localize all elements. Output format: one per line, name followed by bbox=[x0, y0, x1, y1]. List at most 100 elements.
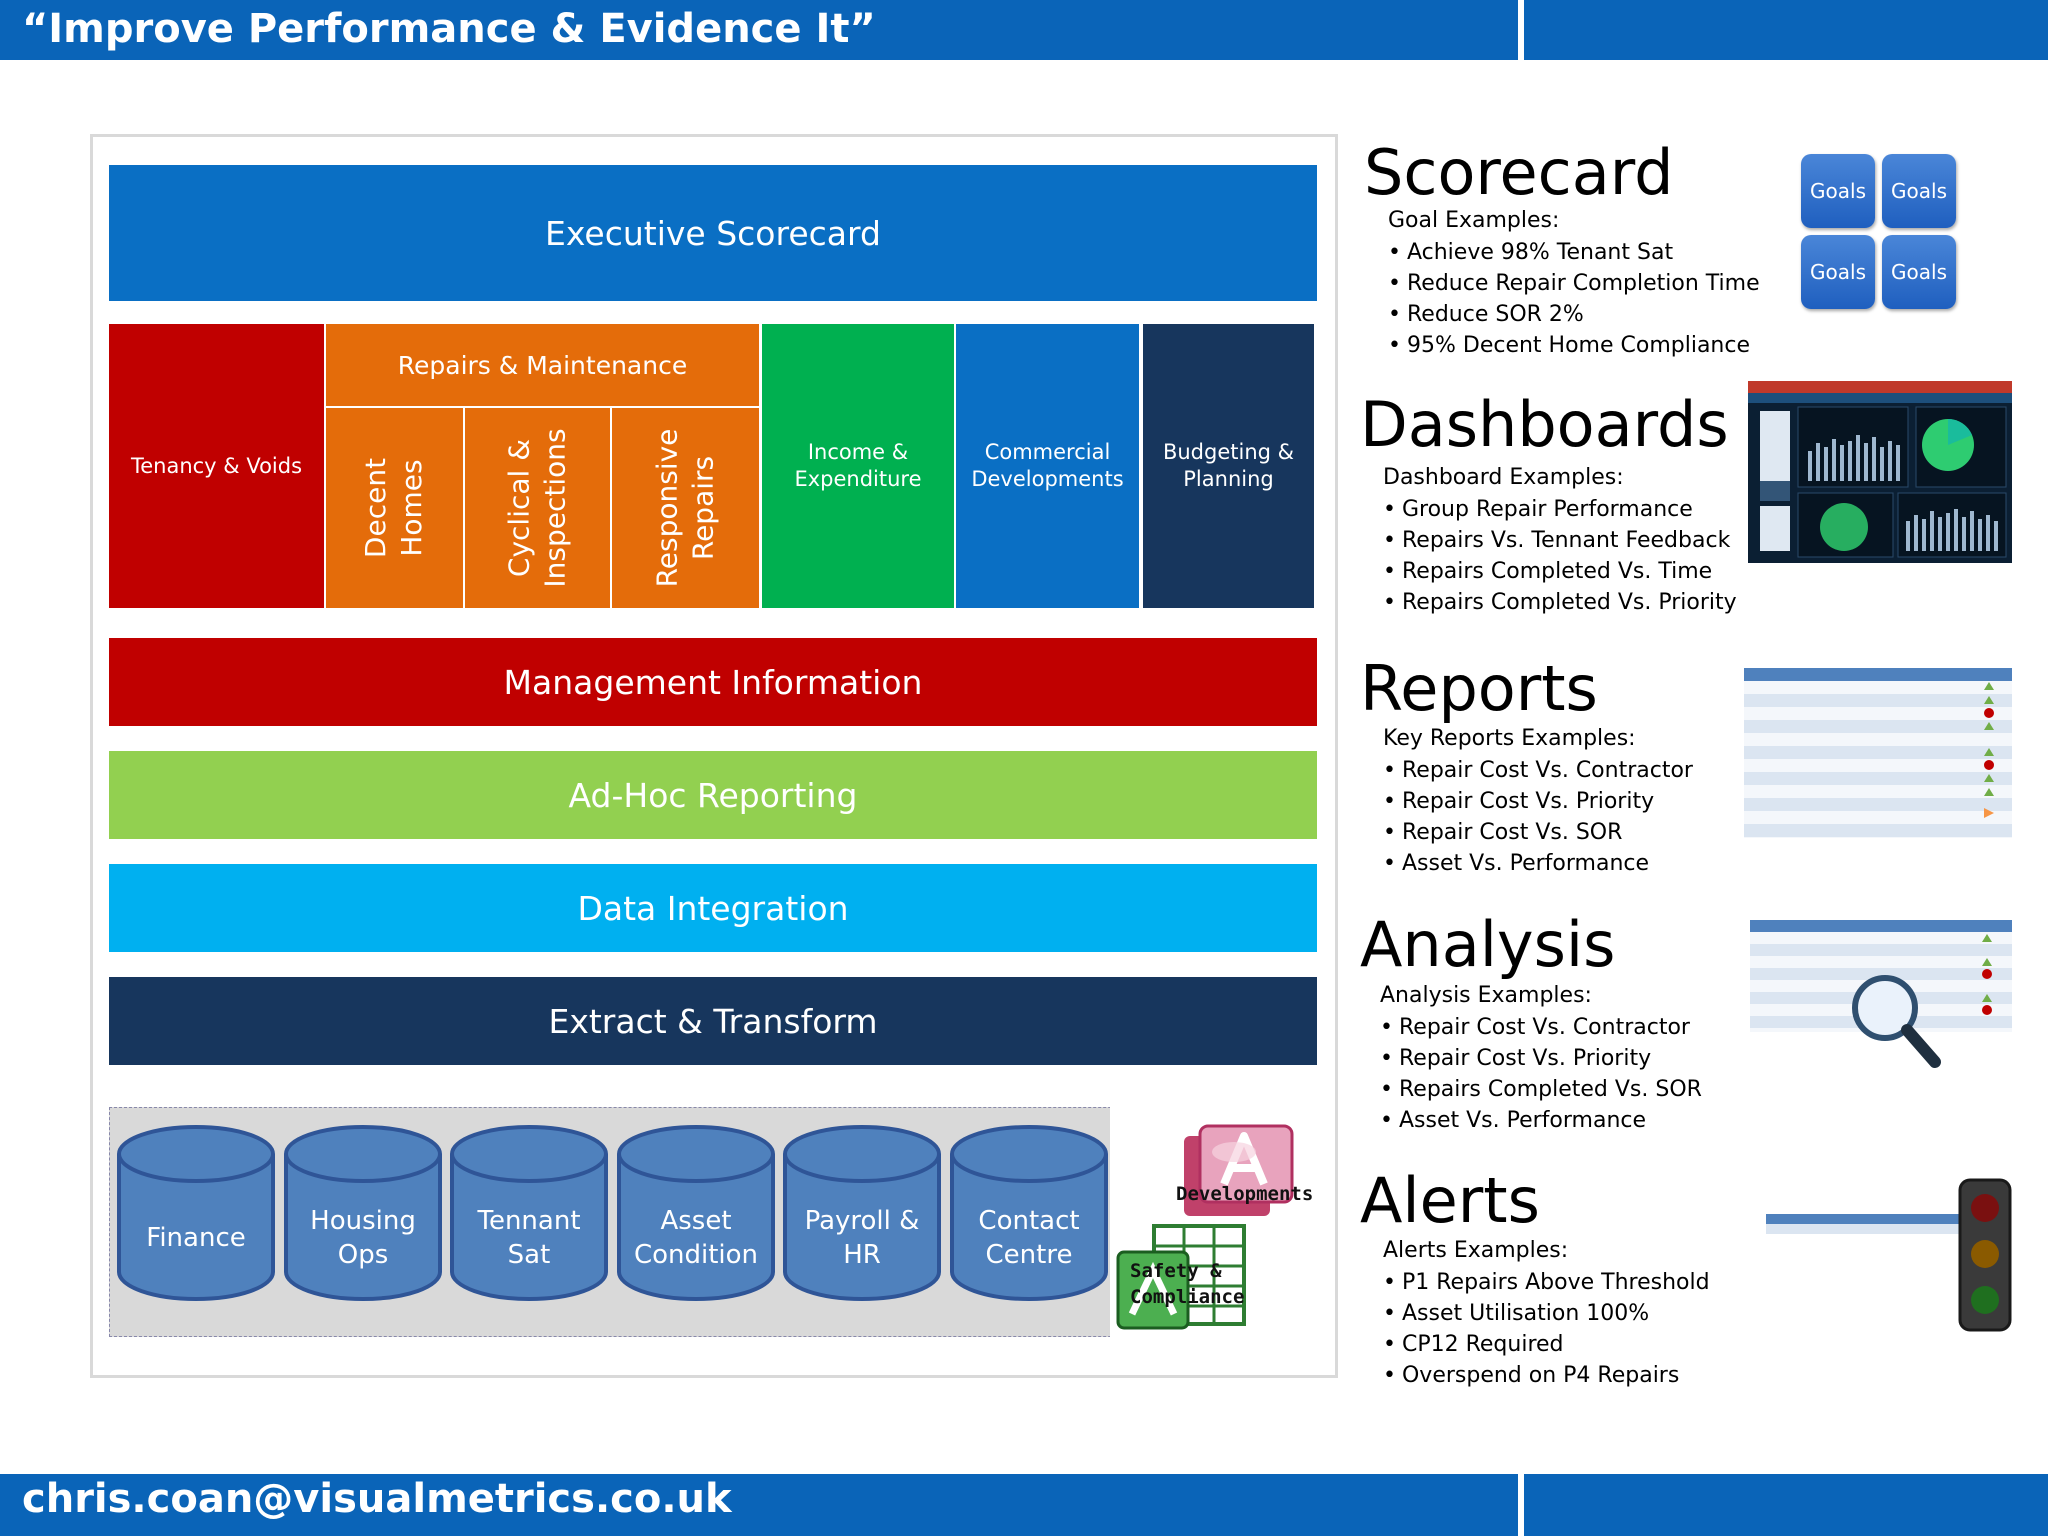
list-item: Group Repair Performance bbox=[1383, 494, 1737, 525]
cyclical-inspections-block: Cyclical & Inspections bbox=[465, 408, 610, 608]
header-bar bbox=[0, 0, 1518, 60]
finance-label: Finance bbox=[116, 1188, 276, 1288]
database-cylinder-icon bbox=[117, 1125, 275, 1301]
repairs-maintenance-label: Repairs & Maintenance bbox=[397, 350, 688, 380]
income-line1: Income & bbox=[807, 440, 909, 464]
payroll-hr-label: Payroll &HR bbox=[782, 1188, 942, 1288]
cyclical-inspections-line2: Inspections bbox=[538, 428, 572, 588]
responsive-repairs-line1: Responsive bbox=[650, 428, 684, 588]
source-line2: Centre bbox=[985, 1240, 1073, 1270]
source-line1: Finance bbox=[146, 1223, 246, 1253]
dashboards-subtitle: Dashboard Examples: bbox=[1383, 465, 1624, 490]
header-bar-right bbox=[1524, 0, 2048, 60]
dashboards-list: Group Repair Performance Repairs Vs. Ten… bbox=[1383, 494, 1737, 618]
management-information-layer: Management Information bbox=[109, 638, 1317, 726]
responsive-repairs-label: Responsive Repairs bbox=[650, 429, 722, 588]
source-line1: Contact bbox=[978, 1206, 1080, 1236]
tenancy-voids-block: Tenancy & Voids bbox=[109, 324, 324, 608]
footer-bar bbox=[0, 1474, 1518, 1536]
ad-hoc-reporting-layer: Ad-Hoc Reporting bbox=[109, 751, 1317, 839]
list-item: 95% Decent Home Compliance bbox=[1388, 330, 1760, 361]
responsive-repairs-block: Responsive Repairs bbox=[612, 408, 759, 608]
database-cylinder-icon bbox=[783, 1125, 941, 1301]
tenancy-voids-label: Tenancy & Voids bbox=[130, 453, 303, 478]
source-line1: Payroll & bbox=[804, 1206, 920, 1236]
access-database-caption: Developments bbox=[1176, 1183, 1314, 1205]
database-cylinder-icon bbox=[950, 1125, 1108, 1301]
goal-tile: Goals bbox=[1801, 235, 1875, 309]
budget-line1: Budgeting & bbox=[1162, 440, 1295, 464]
source-line2: Condition bbox=[633, 1240, 759, 1270]
list-item: Asset Vs. Performance bbox=[1383, 848, 1693, 879]
list-item: Repairs Completed Vs. Priority bbox=[1383, 587, 1737, 618]
list-item: Achieve 98% Tenant Sat bbox=[1388, 237, 1760, 268]
footer-bar-right bbox=[1524, 1474, 2048, 1536]
excel-caption: Safety & Compliance bbox=[1130, 1258, 1244, 1310]
source-line2: Ops bbox=[337, 1240, 389, 1270]
source-line1: Tennant bbox=[477, 1206, 581, 1236]
decent-homes-line1: Decent bbox=[359, 457, 393, 559]
list-item: Repair Cost Vs. Contractor bbox=[1380, 1012, 1702, 1043]
commercial-line2: Developments bbox=[971, 467, 1124, 491]
list-item: Repairs Vs. Tennant Feedback bbox=[1383, 525, 1737, 556]
excel-caption-line1: Safety & bbox=[1130, 1260, 1222, 1282]
source-line2: Sat bbox=[507, 1240, 551, 1270]
executive-scorecard-layer: Executive Scorecard bbox=[109, 165, 1317, 301]
ad-hoc-reporting-label: Ad-Hoc Reporting bbox=[568, 775, 858, 815]
page-title: “Improve Performance & Evidence It” bbox=[22, 6, 876, 52]
repairs-maintenance-header: Repairs & Maintenance bbox=[326, 324, 759, 406]
decent-homes-line2: Homes bbox=[395, 459, 429, 557]
extract-transform-label: Extract & Transform bbox=[548, 1001, 878, 1041]
source-line1: Asset bbox=[660, 1206, 732, 1236]
income-expenditure-block: Income & Expenditure bbox=[762, 324, 954, 608]
alerts-subtitle: Alerts Examples: bbox=[1383, 1238, 1569, 1263]
list-item: Repairs Completed Vs. SOR bbox=[1380, 1074, 1702, 1105]
access-database-icon bbox=[1184, 1124, 1294, 1216]
list-item: Repairs Completed Vs. Time bbox=[1383, 556, 1737, 587]
management-information-label: Management Information bbox=[503, 662, 923, 702]
list-item: CP12 Required bbox=[1383, 1329, 1710, 1360]
scorecard-title: Scorecard bbox=[1364, 136, 1674, 209]
data-integration-label: Data Integration bbox=[577, 888, 849, 928]
database-cylinder-icon bbox=[284, 1125, 442, 1301]
list-item: P1 Repairs Above Threshold bbox=[1383, 1267, 1710, 1298]
finance-database: Finance bbox=[116, 1124, 276, 1302]
income-line2: Expenditure bbox=[794, 467, 922, 491]
contact-email: chris.coan@visualmetrics.co.uk bbox=[22, 1476, 732, 1522]
list-item: Repair Cost Vs. SOR bbox=[1383, 817, 1693, 848]
responsive-repairs-line2: Repairs bbox=[686, 455, 720, 561]
commercial-developments-label: Commercial Developments bbox=[971, 439, 1123, 493]
executive-scorecard-label: Executive Scorecard bbox=[545, 213, 881, 253]
list-item: Repair Cost Vs. Priority bbox=[1380, 1043, 1702, 1074]
goal-tile: Goals bbox=[1882, 154, 1956, 228]
list-item: Reduce SOR 2% bbox=[1388, 299, 1760, 330]
report-table-thumbnail-image bbox=[1744, 668, 2012, 838]
income-expenditure-label: Income & Expenditure bbox=[794, 439, 921, 493]
reports-list: Repair Cost Vs. Contractor Repair Cost V… bbox=[1383, 755, 1693, 879]
budgeting-planning-block: Budgeting & Planning bbox=[1143, 324, 1314, 608]
excel-spreadsheet-icon bbox=[1116, 1224, 1246, 1330]
excel-caption-line2: Compliance bbox=[1130, 1286, 1245, 1308]
decent-homes-label: Decent Homes bbox=[358, 458, 430, 558]
list-item: Repair Cost Vs. Priority bbox=[1383, 786, 1693, 817]
reports-subtitle: Key Reports Examples: bbox=[1383, 726, 1636, 751]
analysis-list: Repair Cost Vs. Contractor Repair Cost V… bbox=[1380, 1012, 1702, 1136]
commercial-line1: Commercial bbox=[984, 440, 1111, 464]
extract-transform-layer: Extract & Transform bbox=[109, 977, 1317, 1065]
dashboards-title: Dashboards bbox=[1360, 388, 1729, 461]
dashboard-thumbnail-image bbox=[1748, 381, 2012, 563]
analysis-magnifier-image bbox=[1750, 920, 2012, 1068]
payroll-hr-database: Payroll &HR bbox=[782, 1124, 942, 1302]
analysis-subtitle: Analysis Examples: bbox=[1380, 983, 1592, 1008]
list-item: Repair Cost Vs. Contractor bbox=[1383, 755, 1693, 786]
budget-line2: Planning bbox=[1183, 467, 1274, 491]
alerts-list: P1 Repairs Above Threshold Asset Utilisa… bbox=[1383, 1267, 1710, 1391]
